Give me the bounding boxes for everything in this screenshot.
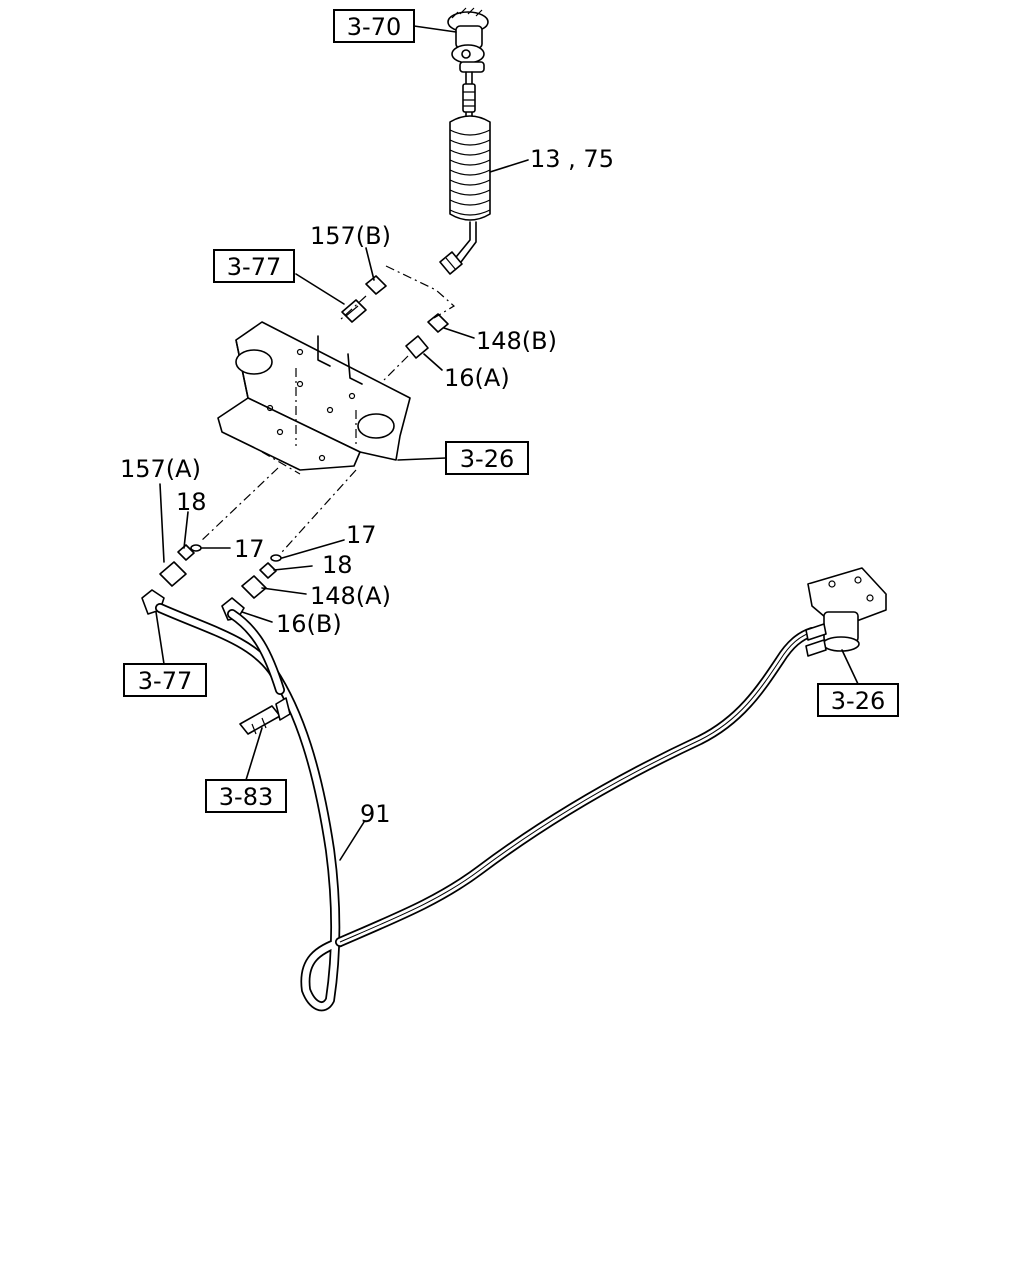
fitting-3-77-top [341, 299, 367, 323]
label-157a: 157(A) [120, 455, 201, 483]
fitting-16a [405, 335, 429, 359]
leader-lines [155, 25, 859, 861]
ref-label-3-83: 3-83 [219, 783, 273, 811]
fitting-148b [427, 313, 449, 333]
fitting-157b [365, 275, 387, 295]
mounting-bracket [217, 321, 411, 475]
ref-label-3-77-left: 3-77 [138, 667, 192, 695]
ref-box-3-83[interactable]: 3-83 [205, 779, 287, 813]
ref-box-3-77-left[interactable]: 3-77 [123, 663, 207, 697]
ref-label-3-26-bracket: 3-26 [460, 445, 514, 473]
ref-label-3-26-valve: 3-26 [831, 687, 885, 715]
label-148a: 148(A) [310, 582, 391, 610]
label-16b: 16(B) [276, 610, 342, 638]
ref-box-3-70[interactable]: 3-70 [333, 9, 415, 43]
label-17-left: 17 [234, 535, 265, 563]
fitting-17-right [270, 554, 282, 562]
coupling-head [447, 7, 489, 73]
hose-clip [239, 697, 291, 735]
ref-label-3-70: 3-70 [347, 13, 401, 41]
ref-label-3-77-top: 3-77 [227, 253, 281, 281]
label-18-left: 18 [176, 488, 207, 516]
fitting-157a [159, 561, 187, 587]
brake-valve [805, 567, 887, 657]
ref-box-3-77-top[interactable]: 3-77 [213, 249, 295, 283]
label-13-75: 13 , 75 [530, 145, 614, 173]
hose-91 [155, 603, 817, 1012]
fitting-18-right [259, 562, 277, 579]
label-148b: 148(B) [476, 327, 557, 355]
label-91: 91 [360, 800, 391, 828]
label-18-right: 18 [322, 551, 353, 579]
ref-box-3-26-bracket[interactable]: 3-26 [445, 441, 529, 475]
label-17-right: 17 [346, 521, 377, 549]
fitting-17-left [190, 544, 202, 552]
label-16a: 16(A) [444, 364, 510, 392]
fitting-148a [241, 575, 267, 599]
label-157b: 157(B) [310, 222, 391, 250]
coiled-hose [439, 71, 491, 275]
ref-box-3-26-valve[interactable]: 3-26 [817, 683, 899, 717]
